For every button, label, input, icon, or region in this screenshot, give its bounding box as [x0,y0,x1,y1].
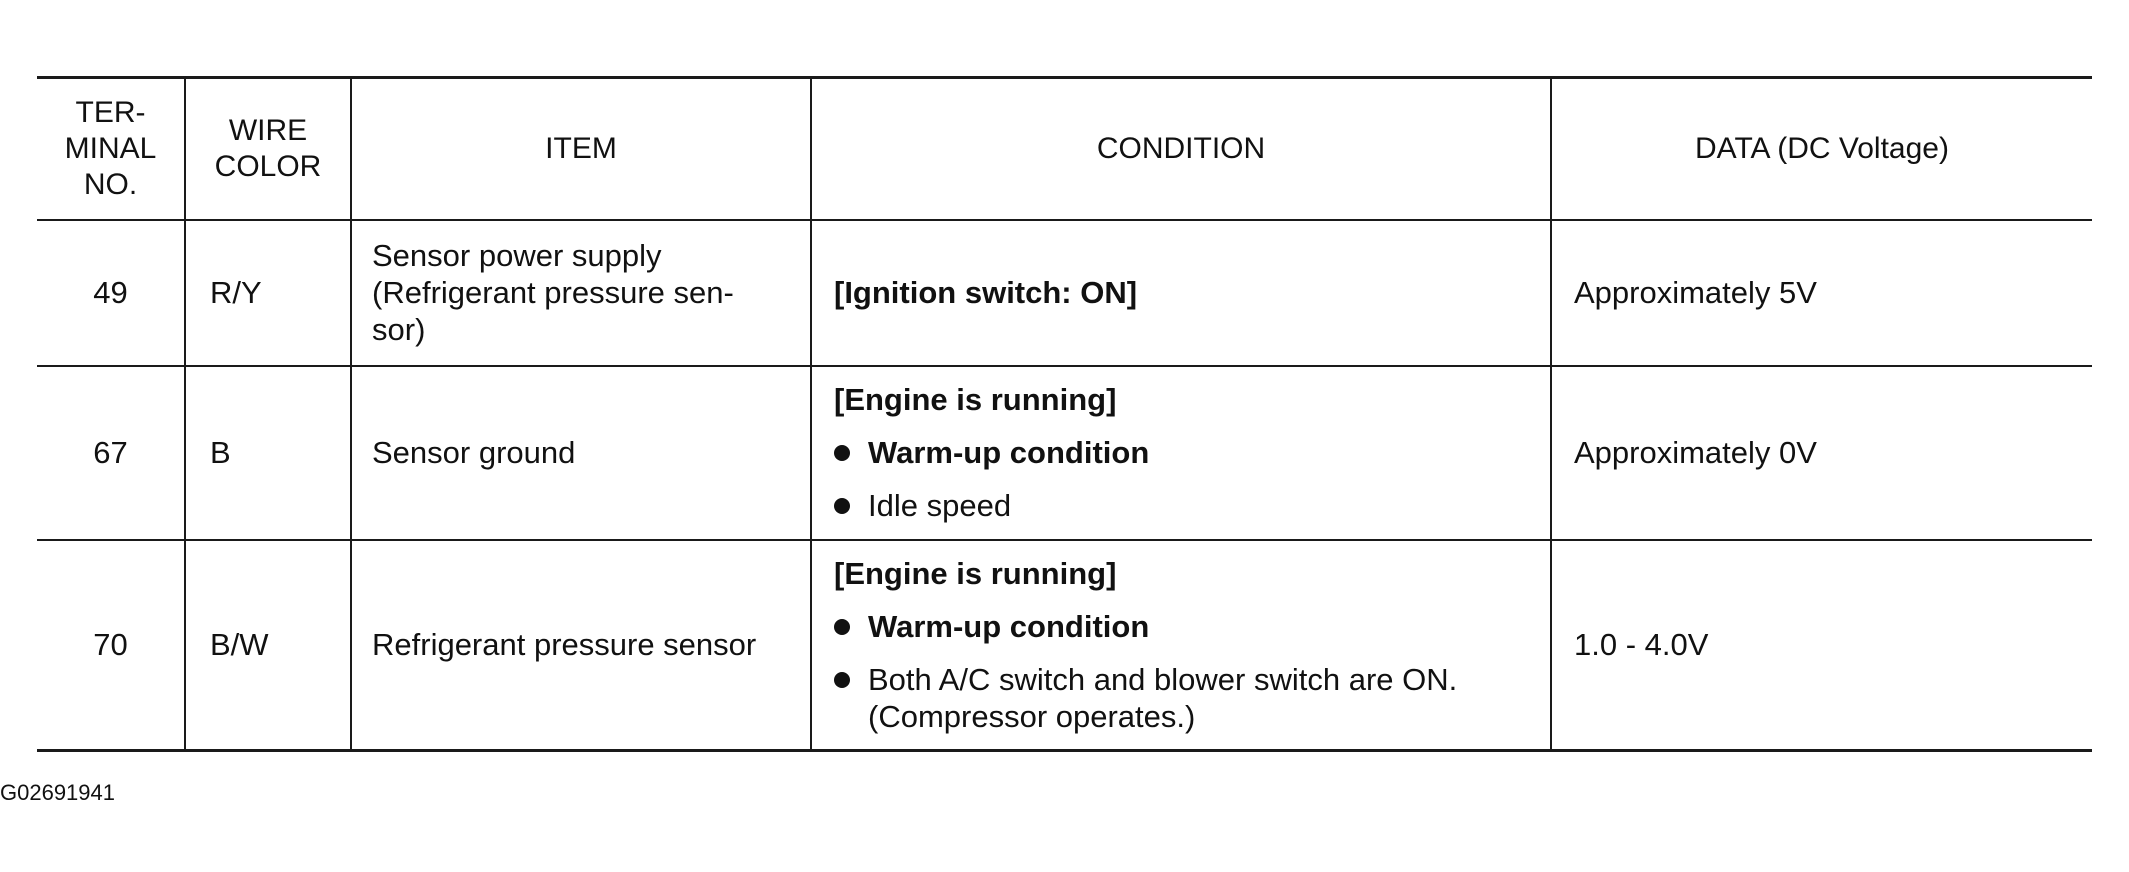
header-condition: CONDITION [810,77,1552,220]
table-row: 49 R/Y Sensor power supply (Refrigerant … [37,219,2092,366]
terminal-data-table: TER- MINAL NO. WIRE COLOR ITEM CONDITION… [37,76,2092,752]
item-text: sor) [372,312,426,347]
header-item: ITEM [350,77,812,220]
data-value: Approximately 5V [1550,219,2092,366]
terminal-number: 49 [37,219,186,366]
condition-bullet: Both A/C switch and blower switch are ON… [834,661,1540,735]
table-row: 70 B/W Refrigerant pressure sensor [Engi… [37,539,2092,750]
condition-heading: [Engine is running] [834,555,1117,591]
figure-id: G02691941 [0,780,115,805]
item-text: Refrigerant pressure sensor [350,539,812,750]
condition-bullet: Warm-up condition [834,434,1540,471]
condition-bullet: Warm-up condition [834,608,1540,645]
condition-heading: [Ignition switch: ON] [834,275,1138,310]
bullet-icon [834,671,850,688]
header-wire-color: WIRE COLOR [184,77,352,220]
bullet-icon [834,498,850,514]
item-text: Sensor ground [350,365,812,540]
bullet-icon [834,445,850,461]
table-header-row: TER- MINAL NO. WIRE COLOR ITEM CONDITION… [37,77,2092,220]
wire-color: B/W [184,539,352,750]
condition-cell: [Engine is running] Warm-up condition Bo… [810,539,1552,750]
header-data: DATA (DC Voltage) [1550,77,2092,220]
header-terminal-no: TER- MINAL NO. [37,77,186,220]
item-text: (Refrigerant pressure sen- [372,275,734,310]
terminal-number: 70 [37,539,186,750]
table-row: 67 B Sensor ground [Engine is running] W… [37,365,2092,540]
condition-cell: [Ignition switch: ON] [810,219,1552,366]
wire-color: B [184,365,352,540]
condition-cell: [Engine is running] Warm-up condition Id… [810,365,1552,540]
condition-bullet: Idle speed [834,487,1540,524]
data-value: 1.0 - 4.0V [1550,539,2092,750]
bullet-icon [834,618,850,635]
item-text: Sensor power supply [372,238,662,273]
condition-heading: [Engine is running] [834,382,1117,417]
data-value: Approximately 0V [1550,365,2092,540]
terminal-number: 67 [37,365,186,540]
wire-color: R/Y [184,219,352,366]
item-cell: Sensor power supply (Refrigerant pressur… [350,219,812,366]
